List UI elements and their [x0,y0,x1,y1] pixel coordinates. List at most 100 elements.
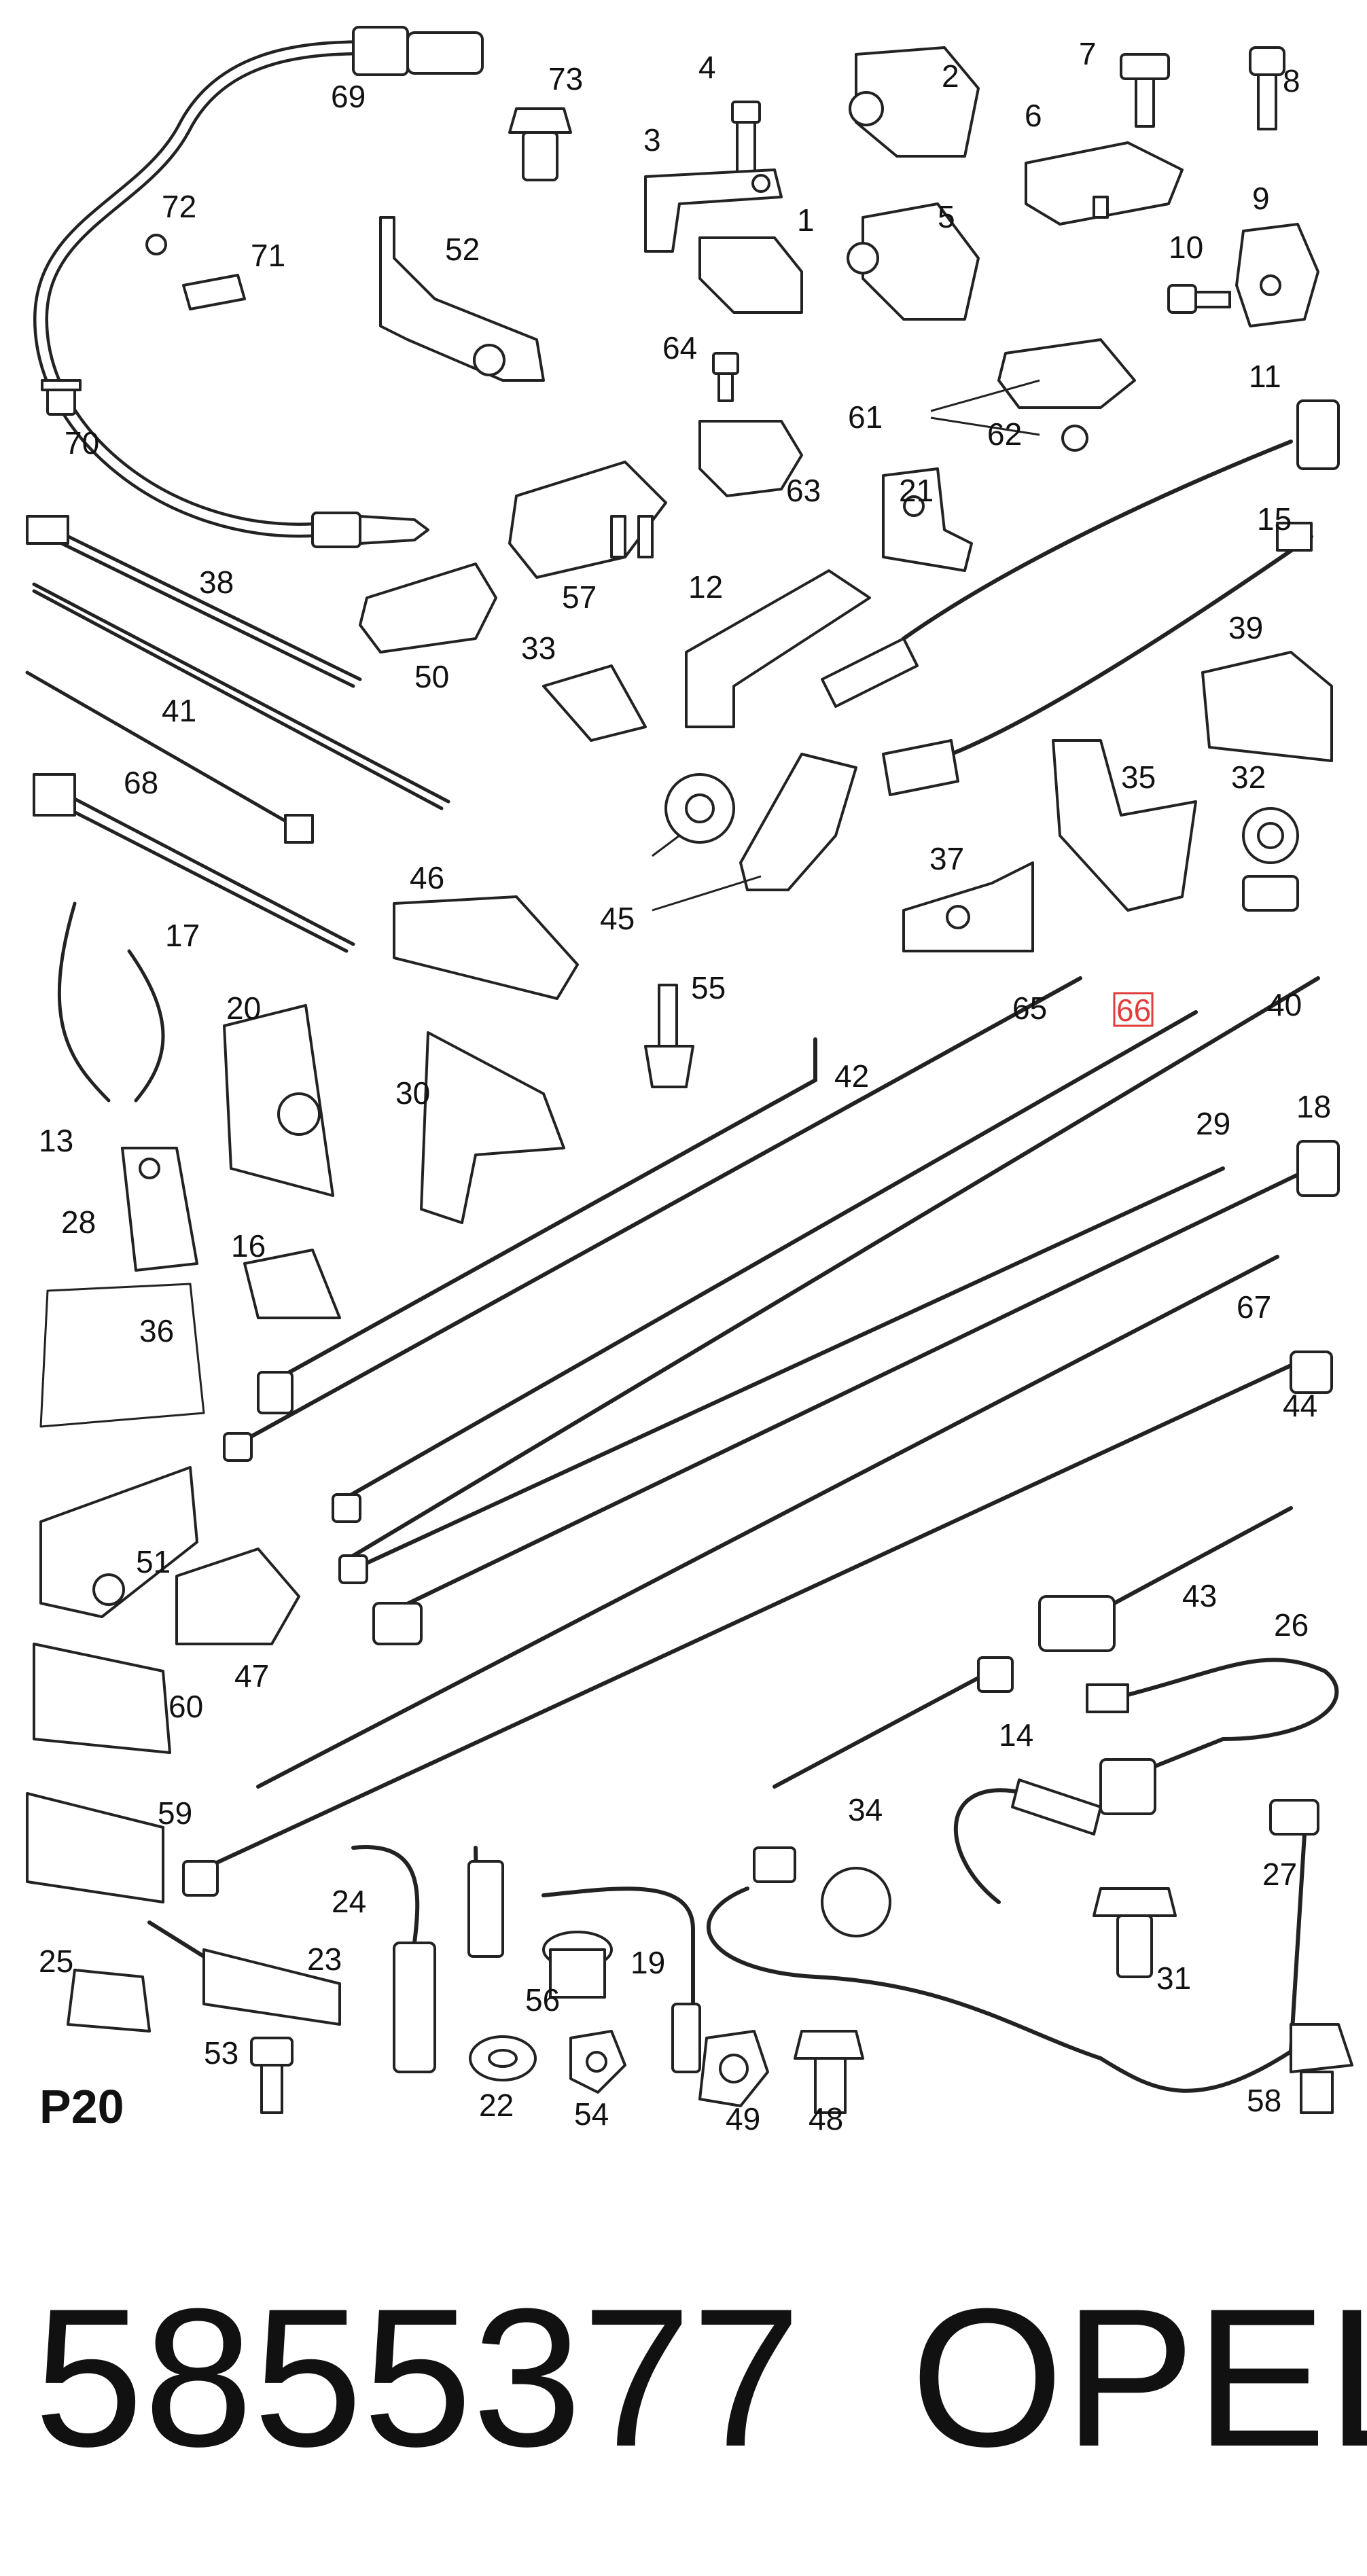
bolt-icon [1093,1887,1177,1978]
callout-2: 2 [942,58,959,94]
callout-26: 26 [1274,1607,1309,1643]
bolt-icon [1167,284,1231,314]
callout-24: 24 [332,1884,366,1919]
callout-19: 19 [631,1945,665,1980]
callout-47: 47 [234,1658,269,1694]
bolt-icon [1120,46,1285,130]
bracket-icon [1201,651,1333,762]
callout-44: 44 [1283,1388,1317,1423]
cable-icon [707,1799,1319,2093]
callout-38: 38 [199,565,234,600]
bracket-icon [145,234,246,310]
bolt-icon [508,107,572,181]
callout-52: 52 [445,232,480,267]
bolt-icon [250,2037,294,2114]
callout-36: 36 [139,1313,174,1348]
nut-icon [469,2030,769,2107]
bracket-icon [175,1548,300,1645]
bracket-icon [39,1466,198,1618]
callout-71: 71 [251,238,285,273]
bracket-icon [685,569,871,728]
clip-icon [67,1969,151,2033]
sensor-icon [147,1845,701,2073]
callout-29: 29 [1196,1106,1230,1141]
bracket-icon [1052,739,1197,912]
callout-70: 70 [65,425,99,461]
callout-7: 7 [1079,36,1097,71]
cable-icon [33,26,484,548]
bracket-icon [393,895,579,1000]
highlight-box [1113,992,1154,1027]
part-number: 5855377 [34,2268,801,2488]
clip-icon [26,1643,171,1903]
callout-1: 1 [797,202,815,238]
sensor-icon [753,1846,891,1937]
clip-icon [243,1249,341,1319]
sensor-icon [849,46,980,158]
callout-58: 58 [1247,2083,1281,2118]
clip-icon [39,1283,205,1428]
callout-41: 41 [162,693,196,728]
callout-53: 53 [204,2035,238,2071]
callout-68: 68 [124,765,158,800]
callout-66: 66 [1116,992,1151,1028]
callout-5: 5 [938,199,955,234]
sensor-icon [930,338,1136,452]
callout-73: 73 [548,61,583,96]
callout-9: 9 [1252,181,1270,216]
callout-23: 23 [307,1942,342,1977]
bracket-icon [652,753,857,912]
callout-13: 13 [39,1123,73,1158]
callout-67: 67 [1237,1289,1271,1325]
bolt-icon [794,2023,1353,2114]
callout-10: 10 [1169,230,1203,265]
bracket-icon [902,861,1034,952]
clip-icon [644,984,694,1088]
callout-8: 8 [1283,63,1300,99]
callout-56: 56 [525,1982,560,2018]
callout-16: 16 [231,1228,266,1264]
sensor-icon [1038,1506,1293,1652]
callout-54: 54 [574,2096,609,2132]
sheet-label: P20 [39,2080,124,2133]
callout-labels: 69 73 4 2 7 8 3 1 6 5 72 71 52 9 10 11 7… [39,36,1331,2136]
diagram-artwork [25,26,1353,2114]
callout-35: 35 [1121,759,1156,795]
callout-21: 21 [899,473,934,508]
sensor-icon [359,562,497,654]
callout-48: 48 [809,2101,843,2136]
callout-31: 31 [1156,1961,1191,1996]
clip-icon [1242,807,1299,912]
clip-icon [121,1147,198,1272]
callout-43: 43 [1182,1578,1217,1613]
callout-28: 28 [61,1204,96,1240]
bolt-icon [41,379,82,416]
callout-57: 57 [562,579,597,615]
bolt-icon [712,352,739,402]
callout-6: 6 [1025,98,1042,133]
clip-icon [542,1931,613,1999]
callout-49: 49 [726,2101,760,2136]
callout-72: 72 [162,189,196,224]
callout-3: 3 [643,122,661,158]
callout-18: 18 [1296,1089,1331,1124]
cable-tie-icon [25,515,450,953]
callout-42: 42 [834,1058,869,1094]
callout-20: 20 [226,990,261,1026]
bolt-icon [731,101,761,178]
callout-62: 62 [987,416,1022,452]
callout-32: 32 [1231,759,1266,795]
bracket-icon [223,1004,334,1197]
callout-51: 51 [136,1544,171,1579]
bracket-icon [882,467,973,572]
cable-tie-icon [57,901,165,1103]
sensor-icon [1025,141,1184,226]
callout-30: 30 [395,1075,430,1111]
callout-11: 11 [1249,359,1281,394]
callout-50: 50 [414,659,449,694]
bracket-icon [420,1031,565,1224]
cable-icon [1086,1658,1339,1815]
callout-27: 27 [1262,1857,1297,1892]
callout-59: 59 [158,1795,192,1831]
